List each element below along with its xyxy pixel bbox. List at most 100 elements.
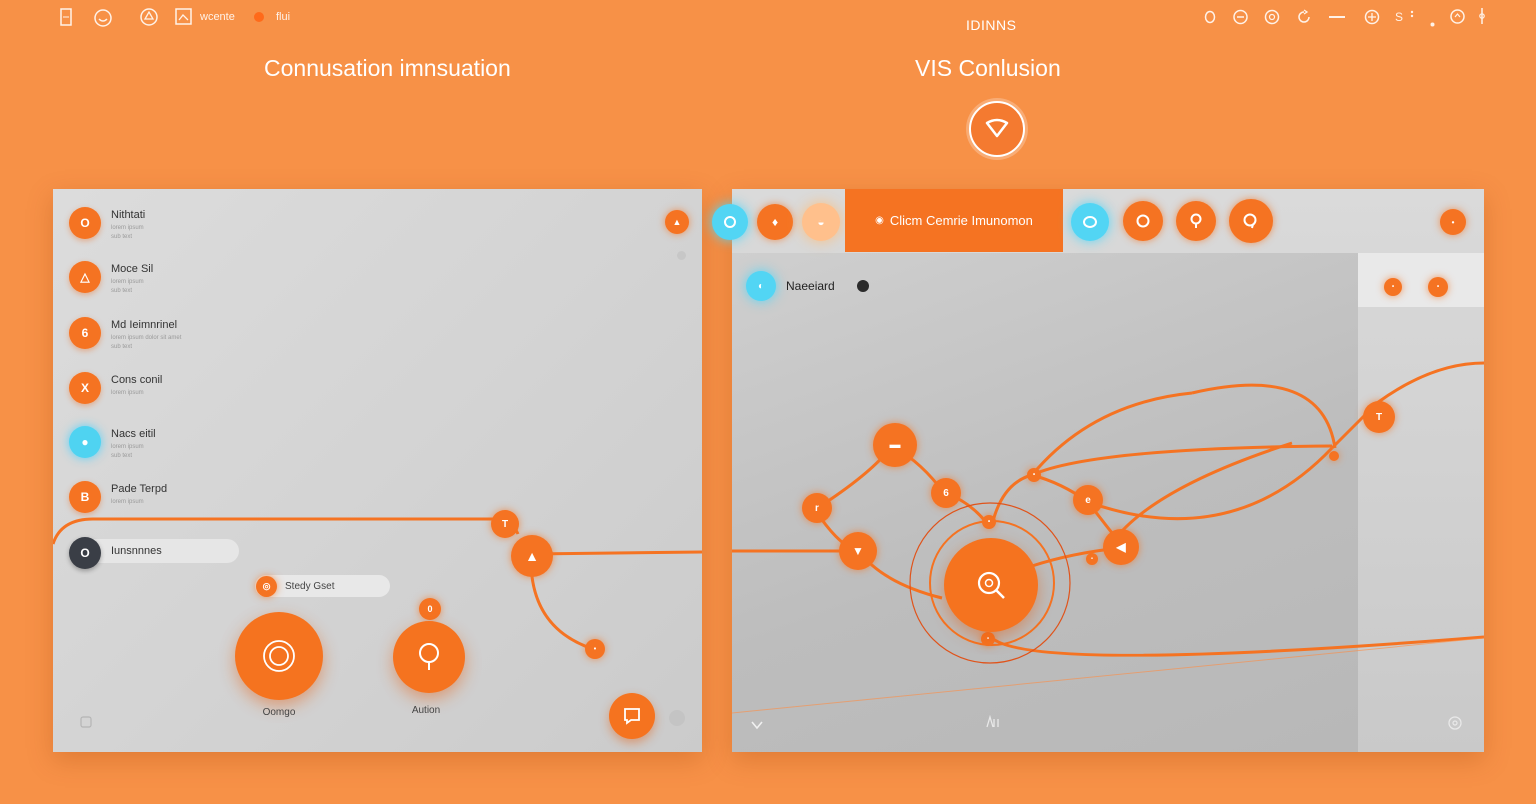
top-right-label[interactable]: S	[1395, 10, 1404, 24]
status-dot	[677, 251, 686, 260]
target-icon	[263, 640, 295, 672]
top-bar: wcente flui IDINNS S	[0, 0, 1536, 36]
list-item-title: Cons conil	[111, 374, 163, 386]
circle-icon[interactable]	[1204, 10, 1216, 28]
top-label-2[interactable]: flui	[276, 11, 291, 23]
list-item-icon: ●	[69, 426, 101, 458]
triangle-node[interactable]: ▲	[511, 535, 553, 577]
status-dot	[254, 12, 264, 22]
tab-icon-cyan[interactable]	[712, 204, 748, 240]
chevron-down-icon[interactable]	[750, 717, 764, 733]
menu-icon[interactable]	[1408, 9, 1416, 27]
dot-icon[interactable]	[1430, 15, 1435, 31]
list-item-icon: 6	[69, 317, 101, 349]
plus-circle-icon[interactable]	[1364, 9, 1380, 29]
graph-pane-corner	[1358, 253, 1484, 307]
network-graph	[732, 361, 1484, 714]
list-item[interactable]: △ Moce Sil lorem ipsum sub text	[69, 261, 153, 296]
list-item[interactable]: 6 Md Ieimnrinel lorem ipsum dolor sit am…	[69, 317, 181, 352]
graph-node[interactable]: •	[1027, 468, 1041, 482]
pill-label: Stedy Gset	[285, 580, 335, 592]
tab-icon-pin[interactable]	[1176, 201, 1216, 241]
tab-icon-search[interactable]	[1229, 199, 1273, 243]
graph-node[interactable]: 6	[931, 478, 961, 508]
image-icon[interactable]	[175, 8, 192, 29]
minus-circle-icon[interactable]	[1232, 9, 1249, 29]
search-hub-button[interactable]	[944, 538, 1038, 632]
graph-node[interactable]: •	[981, 632, 995, 646]
graph-node[interactable]: T	[1363, 401, 1395, 433]
inner-title-dot	[857, 280, 869, 292]
graph-node[interactable]: ▼	[839, 532, 877, 570]
search-icon	[977, 571, 1005, 599]
small-top-node[interactable]: 0	[419, 598, 441, 620]
app-title: IDINNS	[966, 17, 1017, 33]
aution-button[interactable]	[393, 621, 465, 693]
graph-node[interactable]: ◀	[1103, 529, 1139, 565]
tab-icon-o[interactable]	[1123, 201, 1163, 241]
list-item-icon: B	[69, 481, 101, 513]
chat-icon	[624, 708, 640, 725]
oomgo-button[interactable]	[235, 612, 323, 700]
stedy-pill[interactable]: Stedy Gset	[255, 575, 390, 597]
tab-icon-sun[interactable]: ◒	[802, 203, 840, 241]
refresh-icon[interactable]	[1296, 9, 1312, 29]
left-heading: Connusation imnsuation	[264, 55, 511, 81]
list-item[interactable]: X Cons conil lorem ipsum	[69, 372, 162, 404]
list-item[interactable]: O Iunsnnnes	[69, 537, 162, 569]
pin-icon	[419, 643, 439, 670]
list-item-title: Iunsnnnes	[111, 545, 162, 557]
right-heading: VIS Conlusion	[915, 55, 1061, 81]
list-item[interactable]: ● Nacs eitil lorem ipsum sub text	[69, 426, 156, 461]
graph-node[interactable]: ▬	[873, 423, 917, 467]
tab-active[interactable]: ◉ Clicm Cemrie Imunomon	[845, 189, 1063, 252]
document-icon[interactable]	[60, 8, 72, 30]
tab-icon-flame[interactable]: ♦	[757, 204, 793, 240]
list-item-subtitle: lorem ipsum dolor sit amet sub text	[111, 335, 182, 350]
graph-node[interactable]: •	[1086, 553, 1098, 565]
list-item[interactable]: O Nithtati lorem ipsum sub text	[69, 207, 145, 242]
inner-title: Naeeiard	[786, 279, 835, 293]
text-icon[interactable]	[984, 714, 1000, 732]
heart-badge[interactable]	[969, 101, 1025, 157]
dash-icon[interactable]	[1328, 9, 1346, 29]
list-item-icon: O	[69, 207, 101, 239]
right-panel: ◐ Naeeiard • •	[732, 189, 1484, 752]
list-item-icon: △	[69, 261, 101, 293]
end-node[interactable]: •	[585, 639, 605, 659]
copy-icon[interactable]	[79, 715, 93, 732]
list-item[interactable]: B Pade Terpd lorem ipsum	[69, 481, 167, 513]
shield-heart-icon	[985, 118, 1009, 138]
list-item-icon: O	[69, 537, 101, 569]
list-item-subtitle: lorem ipsum sub text	[111, 279, 144, 294]
list-item-subtitle: lorem ipsum sub text	[111, 225, 144, 240]
tab-icon-right[interactable]: •	[1440, 209, 1466, 235]
t-node[interactable]: T	[491, 510, 519, 538]
list-item-subtitle: lorem ipsum sub text	[111, 444, 144, 459]
list-item-subtitle: lorem ipsum	[111, 390, 144, 396]
triangle-dot[interactable]: ▲	[665, 210, 689, 234]
corner-dot[interactable]: •	[1384, 278, 1402, 296]
settings-icon[interactable]	[1447, 715, 1463, 734]
smile-icon[interactable]	[93, 8, 113, 32]
list-item-title: Pade Terpd	[111, 483, 168, 495]
circle-icon[interactable]	[1264, 9, 1280, 29]
bell-icon[interactable]	[139, 7, 159, 31]
aution-caption: Aution	[411, 705, 441, 716]
tab-icon-ring[interactable]	[1071, 203, 1109, 241]
chat-button[interactable]	[609, 693, 655, 739]
graph-node[interactable]: •	[982, 515, 996, 529]
list-item-title: Nithtati	[111, 209, 146, 221]
inner-title-icon: ◐	[746, 271, 776, 301]
tab-active-icon: ◉	[875, 215, 884, 226]
list-item-title: Nacs eitil	[111, 428, 156, 440]
graph-node[interactable]: e	[1073, 485, 1103, 515]
top-label-1[interactable]: wcente	[200, 11, 235, 23]
graph-node[interactable]: r	[802, 493, 832, 523]
power-icon[interactable]	[1449, 8, 1466, 29]
graph-node[interactable]	[1329, 451, 1339, 461]
list-item-title: Moce Sil	[111, 263, 154, 275]
corner-dot[interactable]: •	[1428, 277, 1448, 297]
pin-icon[interactable]	[1478, 7, 1486, 29]
list-item-icon: X	[69, 372, 101, 404]
